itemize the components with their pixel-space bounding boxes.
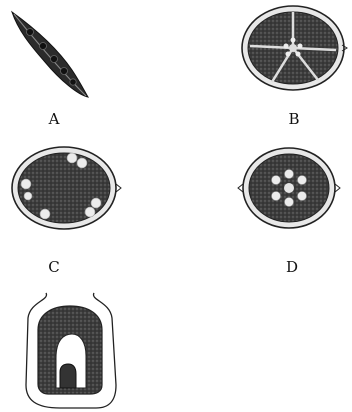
label-b: B	[274, 110, 314, 128]
figure-e-basal-section	[26, 293, 116, 408]
figure-a-pea-pod	[12, 12, 88, 97]
figure-b-axile-segmented	[242, 6, 347, 90]
figure-d-free-central	[238, 148, 340, 228]
figure-c-parietal	[12, 147, 121, 229]
label-a: A	[34, 110, 74, 128]
label-d: D	[272, 258, 312, 276]
label-c: C	[34, 258, 74, 276]
